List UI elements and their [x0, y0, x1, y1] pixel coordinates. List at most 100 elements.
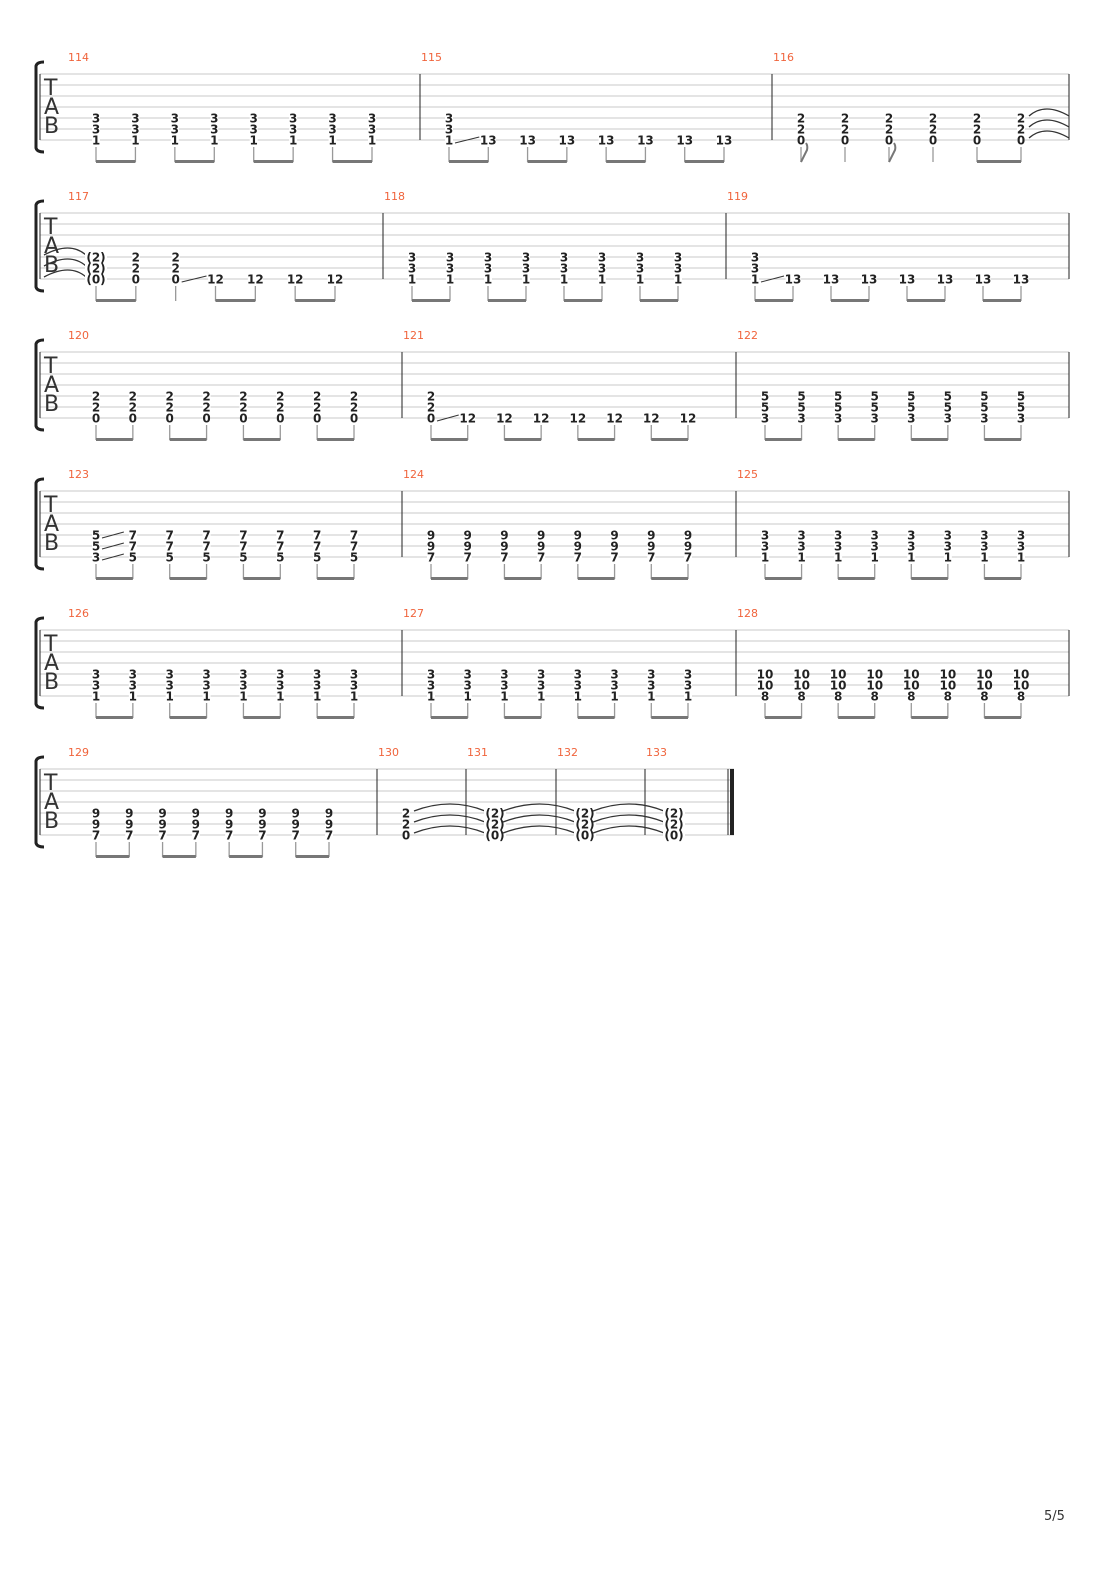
tab-chord: 997 [258, 807, 266, 843]
tab-chord: 331 [674, 251, 682, 287]
fret-background [202, 680, 211, 690]
fret-background [92, 541, 100, 551]
fret-background [684, 669, 692, 679]
fret-background [350, 669, 358, 679]
tab-chord: 331 [408, 251, 416, 287]
fret-number: 3 [797, 529, 805, 543]
note-beam [295, 299, 335, 302]
tab-chord: 331 [427, 668, 435, 704]
fret-background [202, 402, 211, 412]
fret-number: 7 [313, 529, 321, 543]
fret-number: 1 [610, 690, 618, 704]
fret-number: 10 [976, 679, 993, 693]
fret-background [128, 530, 137, 540]
tab-chord: 13 [899, 273, 916, 287]
fret-background [239, 541, 248, 551]
note-beam [96, 577, 133, 580]
tab-chord: 553 [92, 529, 100, 565]
note-beam [431, 577, 468, 580]
system-bracket [34, 755, 45, 849]
fret-background [239, 530, 248, 540]
fret-background [980, 413, 989, 423]
fret-number: 3 [980, 529, 988, 543]
tie-arc [43, 269, 87, 278]
fret-number: 2 [427, 390, 435, 404]
fret-background [537, 669, 546, 679]
fret-number: 10 [903, 679, 920, 693]
fret-number: 0 [402, 829, 410, 843]
fret-background [943, 402, 952, 412]
fret-background [907, 413, 916, 423]
fret-number: 3 [289, 112, 297, 126]
fret-background [663, 819, 685, 829]
fret-number: 3 [445, 112, 453, 126]
fret-background [929, 113, 937, 123]
fret-number: 3 [537, 679, 545, 693]
fret-background [573, 552, 582, 562]
fret-background [980, 530, 989, 540]
fret-number: 0 [885, 134, 893, 148]
fret-number: 13 [480, 134, 497, 148]
fret-number: 9 [325, 818, 333, 832]
tab-chord: 331 [684, 668, 692, 704]
slide-line [101, 531, 124, 539]
fret-background [191, 808, 200, 818]
fret-number: 10 [830, 679, 847, 693]
fret-number: 1 [500, 690, 508, 704]
fret-background [427, 541, 435, 551]
fret-number: 9 [610, 540, 618, 554]
fret-number: 5 [92, 529, 100, 543]
fret-background [761, 391, 769, 401]
slide-line [101, 542, 124, 550]
fret-background [313, 552, 322, 562]
tab-chord: 13 [637, 134, 654, 148]
fret-number: 9 [225, 807, 233, 821]
tab-chord: 331 [289, 112, 297, 148]
fret-background [570, 413, 586, 423]
fret-background [291, 830, 300, 840]
fret-number: 8 [797, 690, 805, 704]
fret-number: 3 [427, 668, 435, 682]
fret-number: 1 [427, 690, 435, 704]
fret-background [92, 135, 100, 145]
tab-clef-letter: T [43, 76, 58, 101]
fret-number: 0 [239, 412, 247, 426]
fret-background [500, 530, 509, 540]
measure-number: 131 [467, 746, 488, 759]
fret-background [170, 135, 179, 145]
tab-clef-letter: A [44, 651, 59, 676]
note-beam [651, 438, 688, 441]
fret-number: 9 [325, 807, 333, 821]
fret-background [427, 391, 435, 401]
fret-number: 1 [368, 134, 376, 148]
fret-number: 1 [761, 551, 769, 565]
fret-number: 3 [871, 529, 879, 543]
fret-number: 3 [500, 668, 508, 682]
note-beam [253, 160, 294, 163]
fret-background [158, 819, 167, 829]
tab-chord: 331 [92, 668, 100, 704]
note-beam [169, 716, 207, 719]
fret-number: 9 [125, 807, 133, 821]
fret-background [797, 135, 805, 145]
fret-background [328, 113, 337, 123]
fret-number: 1 [1017, 551, 1025, 565]
fret-number: 2 [239, 390, 247, 404]
page-number: 5/5 [1044, 1509, 1065, 1524]
fret-number: 2 [973, 123, 981, 137]
fret-background [128, 541, 137, 551]
fret-number: 8 [944, 690, 952, 704]
fret-number: 7 [610, 551, 618, 565]
tab-chord: (2)(2)(0) [502, 803, 596, 843]
note-beam [96, 299, 136, 302]
tab-chord: 331 [313, 668, 321, 704]
tab-chord: 12 [680, 412, 697, 426]
fret-background [239, 669, 248, 679]
fret-number: 1 [313, 690, 321, 704]
fret-number: 3 [129, 668, 137, 682]
fret-number: 0 [171, 273, 179, 287]
